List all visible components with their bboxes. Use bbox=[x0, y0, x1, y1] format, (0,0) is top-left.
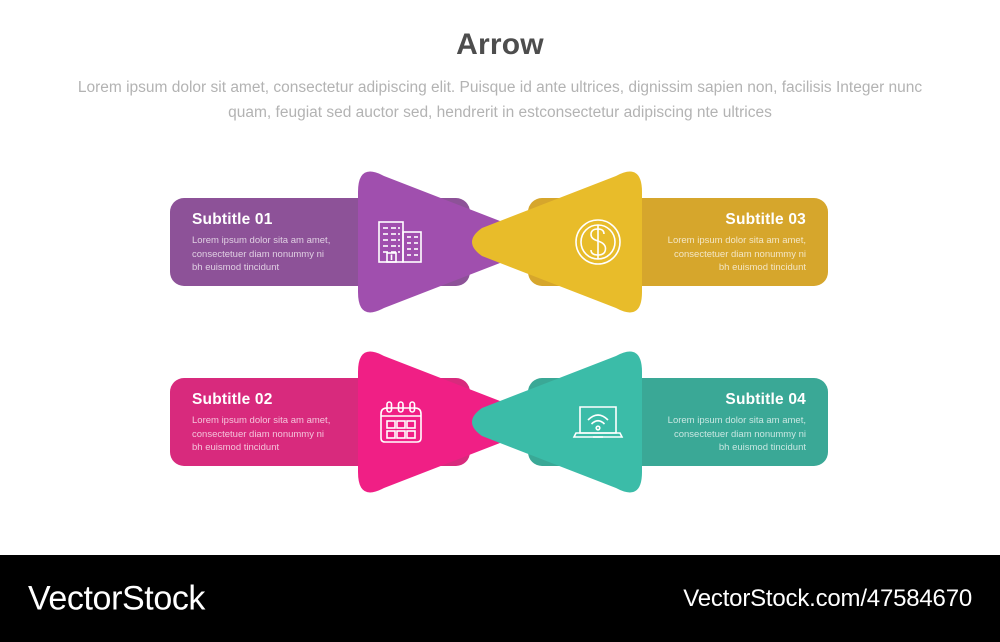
laptop-wifi-icon bbox=[570, 394, 626, 450]
office-building-icon bbox=[373, 214, 429, 270]
item-title-02: Subtitle 02 bbox=[192, 391, 273, 408]
arrow-shape-04[interactable] bbox=[470, 332, 650, 512]
vectorstock-url: VectorStock.com/47584670 bbox=[683, 584, 972, 612]
item-description-03: Lorem ipsum dolor sita am amet, consecte… bbox=[667, 235, 806, 274]
arrow-shape-02[interactable] bbox=[350, 332, 530, 512]
vectorstock-logo: VectorStock bbox=[28, 579, 206, 617]
infographic-canvas: Arrow Lorem ipsum dolor sit amet, consec… bbox=[0, 0, 1000, 532]
item-title-03: Subtitle 03 bbox=[725, 211, 806, 228]
arrow-shape-03[interactable] bbox=[470, 152, 650, 332]
watermark-footer: VectorStock VectorStock.com/47584670 bbox=[0, 555, 1000, 642]
dollar-coin-icon bbox=[570, 214, 626, 270]
item-description-01: Lorem ipsum dolor sita am amet, consecte… bbox=[192, 235, 331, 274]
calendar-icon bbox=[373, 394, 429, 450]
item-title-01: Subtitle 01 bbox=[192, 211, 273, 228]
page-title: Arrow bbox=[456, 28, 544, 61]
arrow-item-01[interactable]: Subtitle 01 Lorem ipsum dolor sita am am… bbox=[0, 152, 528, 332]
arrow-shape-01[interactable] bbox=[350, 152, 530, 332]
arrow-item-02[interactable]: Subtitle 02 Lorem ipsum dolor sita am am… bbox=[0, 332, 528, 512]
arrow-item-03[interactable]: Subtitle 03 Lorem ipsum dolor sita am am… bbox=[472, 152, 1000, 332]
arrow-items-group: Subtitle 01 Lorem ipsum dolor sita am am… bbox=[0, 152, 1000, 532]
item-description-02: Lorem ipsum dolor sita am amet, consecte… bbox=[192, 415, 331, 454]
page-subtitle: Lorem ipsum dolor sit amet, consectetur … bbox=[77, 79, 923, 122]
header: Arrow Lorem ipsum dolor sit amet, consec… bbox=[0, 0, 1000, 125]
item-description-04: Lorem ipsum dolor sita am amet, consecte… bbox=[667, 415, 806, 454]
item-title-04: Subtitle 04 bbox=[725, 391, 806, 408]
arrow-item-04[interactable]: Subtitle 04 Lorem ipsum dolor sita am am… bbox=[472, 332, 1000, 512]
